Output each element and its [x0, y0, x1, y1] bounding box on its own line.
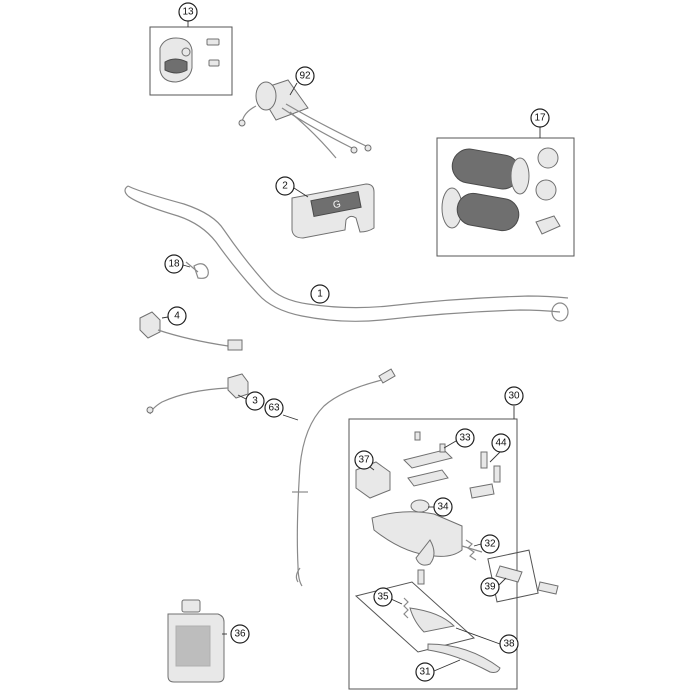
clutch-master-cylinder-kit	[348, 418, 559, 690]
grips-kit	[436, 137, 575, 257]
clamp-37	[355, 461, 391, 499]
callout-33: 33	[443, 428, 475, 449]
svg-text:92: 92	[299, 71, 311, 82]
housing-cover	[164, 58, 188, 74]
callout-32: 32	[473, 534, 500, 554]
svg-text:32: 32	[484, 539, 496, 550]
svg-text:39: 39	[484, 582, 496, 593]
svg-text:35: 35	[377, 592, 389, 603]
throttle-cable-1	[281, 107, 353, 149]
callout-37: 37	[354, 450, 375, 471]
svg-text:33: 33	[459, 433, 471, 444]
switch-4	[139, 311, 243, 351]
svg-text:37: 37	[358, 455, 370, 466]
cable-tie-18	[185, 261, 209, 279]
svg-text:17: 17	[534, 113, 546, 124]
kill-switch-body	[227, 373, 249, 399]
grip-upper	[451, 148, 530, 195]
svg-text:36: 36	[234, 629, 246, 640]
kit-box-17	[436, 137, 575, 257]
svg-text:30: 30	[508, 391, 520, 402]
pad-logo: G	[332, 199, 342, 211]
svg-text:13: 13	[182, 7, 194, 18]
throttle-assembly-92	[238, 79, 372, 159]
housing-knob	[181, 47, 191, 57]
callout-3: 3	[237, 391, 265, 411]
callout-35: 35	[373, 587, 403, 607]
throttle-housing-kit	[149, 26, 233, 96]
svg-text:2: 2	[282, 181, 288, 192]
bottle-body	[167, 613, 225, 683]
callout-17: 17	[530, 108, 550, 138]
housing-screws	[206, 38, 220, 67]
callout-13: 13	[178, 2, 198, 27]
pad-logo-band	[310, 190, 362, 218]
callout-63: 63	[264, 398, 299, 421]
kill-switch-wire	[241, 105, 257, 123]
handlebar-pad-2: G	[291, 183, 375, 239]
kill-wire-end	[146, 406, 154, 414]
svg-text:3: 3	[252, 396, 258, 407]
handlebar-1	[124, 185, 569, 322]
piston-box-39	[487, 549, 559, 603]
kill-switch-3	[146, 373, 249, 415]
callout-31: 31	[415, 659, 461, 682]
callout-4: 4	[161, 306, 187, 326]
cable-adjuster	[378, 368, 396, 384]
piston-32	[461, 539, 483, 561]
wire-connector	[238, 119, 246, 127]
bottle-cap	[181, 599, 201, 613]
svg-text:1: 1	[317, 289, 323, 300]
clutch-cable-63	[292, 368, 396, 587]
fluid-bottle-36	[167, 599, 225, 683]
reservoir-cap-33	[403, 431, 453, 487]
clamp-screws-44	[469, 451, 501, 499]
callout-36: 36	[222, 624, 250, 644]
svg-text:44: 44	[495, 438, 507, 449]
cable-end	[295, 567, 301, 583]
spring-35	[403, 597, 409, 619]
cable-end-1	[350, 146, 358, 154]
callout-34: 34	[428, 497, 453, 517]
bleeder-34	[410, 499, 430, 513]
svg-text:38: 38	[503, 639, 515, 650]
svg-text:63: 63	[268, 403, 280, 414]
callout-39: 39	[480, 577, 507, 597]
switch-body	[139, 311, 161, 339]
svg-text:18: 18	[168, 259, 180, 270]
lever-38	[354, 569, 501, 673]
callout-1: 1	[310, 284, 330, 304]
svg-text:4: 4	[174, 311, 180, 322]
kill-switch-wire	[149, 387, 229, 415]
svg-text:31: 31	[419, 667, 431, 678]
bottle-label	[175, 625, 211, 667]
switch-wire	[157, 329, 229, 347]
callout-92: 92	[289, 66, 315, 96]
callout-30: 30	[504, 386, 524, 419]
switch-connector	[227, 339, 243, 351]
callout-44: 44	[489, 433, 511, 463]
grip-lower	[441, 187, 520, 232]
throttle-cable-2	[285, 103, 367, 147]
master-cylinder-body	[371, 499, 463, 566]
throttle-housing-body	[255, 81, 277, 111]
svg-text:34: 34	[437, 502, 449, 513]
throttle-cable-3	[289, 111, 337, 159]
kit-box-13	[149, 26, 233, 96]
throttle-cam-rings	[535, 147, 561, 235]
callout-2: 2	[275, 176, 309, 198]
callout-38: 38	[455, 627, 519, 654]
callout-18: 18	[164, 254, 191, 274]
kit-box-30	[348, 418, 518, 690]
cable-end-2	[364, 144, 372, 152]
